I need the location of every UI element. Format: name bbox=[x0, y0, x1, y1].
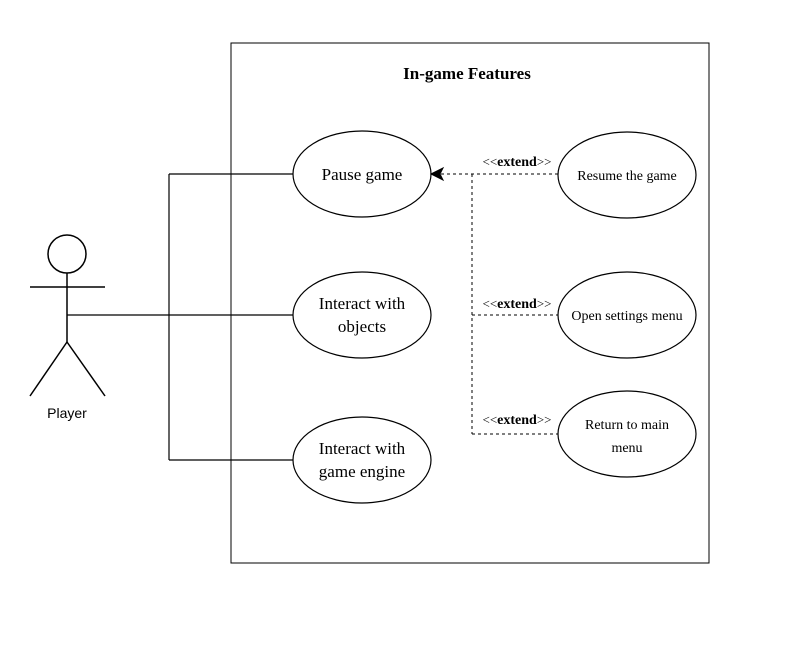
use-case-resume-game-label: Resume the game bbox=[577, 169, 677, 184]
actor-label: Player bbox=[47, 405, 87, 421]
use-case-resume-game[interactable]: Resume the game bbox=[557, 131, 697, 219]
use-case-return-main-menu-shape bbox=[557, 390, 697, 478]
extend-keyword: extend bbox=[497, 155, 537, 170]
extend-label-settings: <<extend>> bbox=[482, 296, 551, 312]
use-case-return-main-menu[interactable]: Return to main menu bbox=[557, 390, 697, 478]
actor-leg-left bbox=[29, 341, 68, 397]
extend-label-resume: <<extend>> bbox=[482, 154, 551, 170]
extend-relations bbox=[440, 173, 558, 435]
use-case-resume-game-shape bbox=[557, 131, 697, 219]
actor-head bbox=[47, 234, 87, 274]
use-case-pause-game[interactable]: Pause game bbox=[292, 130, 432, 218]
use-case-interact-objects[interactable]: Interact with objects bbox=[292, 271, 432, 359]
extend-close: >> bbox=[537, 296, 552, 311]
use-case-interact-objects-label-2: objects bbox=[338, 317, 386, 336]
use-case-pause-game-label: Pause game bbox=[322, 165, 403, 184]
extend-close: >> bbox=[537, 154, 552, 169]
extend-label-main-menu: <<extend>> bbox=[482, 412, 551, 428]
use-case-interact-engine[interactable]: Interact with game engine bbox=[292, 416, 432, 504]
use-case-interact-engine-label-1: Interact with bbox=[319, 439, 406, 458]
use-case-return-main-menu-label-1: Return to main bbox=[585, 418, 669, 433]
extend-open: << bbox=[482, 412, 497, 427]
extend-open: << bbox=[482, 296, 497, 311]
use-case-interact-engine-label-2: game engine bbox=[319, 462, 405, 481]
extend-open: << bbox=[482, 154, 497, 169]
system-title: In-game Features bbox=[403, 64, 531, 83]
use-case-open-settings-label: Open settings menu bbox=[571, 309, 682, 324]
actor-player bbox=[29, 234, 106, 397]
extend-keyword: extend bbox=[497, 413, 537, 428]
extend-close: >> bbox=[537, 412, 552, 427]
extend-arrowhead bbox=[429, 166, 445, 182]
actor-leg-right bbox=[66, 341, 106, 397]
use-case-open-settings[interactable]: Open settings menu bbox=[557, 271, 697, 359]
association-lines bbox=[67, 173, 294, 461]
use-case-open-settings-shape bbox=[557, 271, 697, 359]
use-case-interact-engine-shape bbox=[292, 416, 432, 504]
use-case-interact-objects-shape bbox=[292, 271, 432, 359]
use-case-interact-objects-label-1: Interact with bbox=[319, 294, 406, 313]
use-case-return-main-menu-label-2: menu bbox=[611, 441, 642, 456]
extend-keyword: extend bbox=[497, 297, 537, 312]
